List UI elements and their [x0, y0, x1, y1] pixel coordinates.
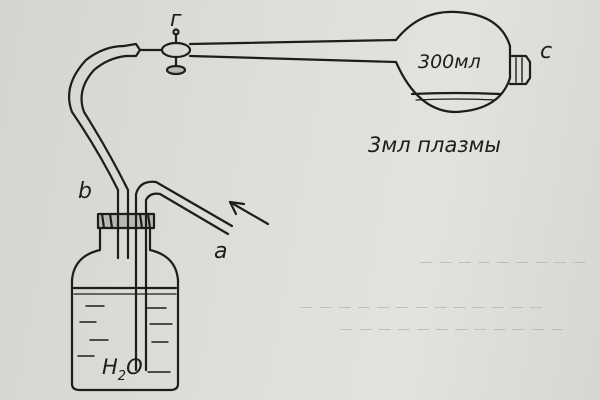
stopcock-label: г	[170, 7, 182, 32]
water-level	[72, 286, 178, 373]
water-formula: H2O	[102, 355, 143, 384]
flask-label: с	[540, 39, 552, 64]
bleed-through-texture: — — — — — — — — —	[420, 255, 588, 270]
arrow-icon	[228, 200, 270, 226]
flask-neck	[188, 38, 398, 64]
tube-b	[68, 44, 130, 260]
bleed-through-texture: — — — — — — — — — — — —	[340, 322, 565, 337]
flask-volume-label: 300мл	[418, 51, 481, 73]
bleed-through-texture: — — — — — — — — — — — — —	[300, 300, 544, 315]
round-flask	[394, 10, 532, 114]
water-formula-h: H	[102, 355, 118, 379]
tube-a-label: a	[214, 239, 227, 264]
tube-b-label: b	[78, 179, 92, 204]
water-formula-sub: 2	[118, 369, 126, 384]
stopcock	[122, 28, 192, 76]
tube-a	[134, 180, 234, 372]
water-bottle	[70, 212, 180, 392]
plasma-label: 3мл плазмы	[368, 133, 501, 157]
water-formula-o: O	[126, 355, 143, 379]
